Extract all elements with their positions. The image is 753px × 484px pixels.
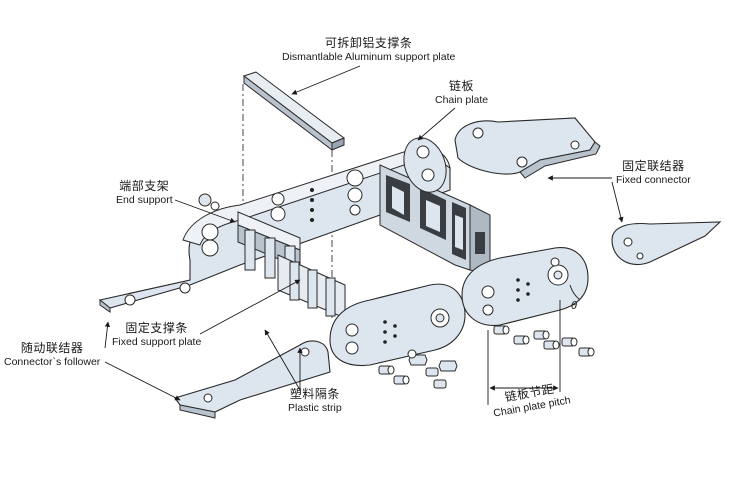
front-chain-plate-right (461, 247, 589, 326)
label-cn: 随动联结器 (20, 341, 84, 355)
label-angle-theta: θ (571, 300, 577, 312)
label-en: Chain plate (435, 93, 489, 106)
label-en: Plastic strip (288, 401, 342, 414)
aluminum-support-bar (242, 71, 345, 152)
label-dismantlable-plate: 可拆卸铝支撑条 Dismantlable Aluminum support pl… (282, 36, 456, 63)
label-en: Dismantlable Aluminum support plate (282, 50, 456, 63)
label-chain-plate: 链板 Chain plate (435, 79, 489, 106)
label-cn: 塑料隔条 (289, 387, 340, 401)
fixed-connector-lower (611, 221, 722, 266)
label-cn: 链板 (449, 79, 475, 93)
fixed-connector-upper (454, 117, 601, 179)
label-fixed-connector: 固定联结器 Fixed connector (616, 159, 691, 186)
label-en: End support (116, 193, 173, 206)
label-cn: 固定联结器 (622, 159, 685, 173)
chain-link-frame (379, 164, 491, 276)
label-connectors-follower: 随动联结器 Connector`s follower (4, 341, 101, 368)
label-en: Connector`s follower (4, 355, 101, 368)
label-cn: 固定支撑条 (125, 321, 188, 335)
label-end-support: 端部支架 End support (116, 179, 173, 206)
chain-plate-top (403, 137, 447, 193)
label-en: Fixed connector (616, 173, 691, 186)
end-support-comb (198, 193, 346, 319)
label-plastic-strip: 塑料隔条 Plastic strip (288, 387, 342, 414)
bolts-group (378, 325, 595, 389)
connector-follower-plate (174, 340, 331, 419)
leader-lines (104, 65, 624, 405)
label-en: Fixed support plate (112, 335, 202, 348)
front-chain-plate-left (329, 283, 466, 367)
label-fixed-support-plate: 固定支撑条 Fixed support plate (112, 321, 202, 348)
label-cn: 可拆卸铝支撑条 (324, 36, 413, 50)
label-cn: 端部支架 (119, 179, 170, 193)
